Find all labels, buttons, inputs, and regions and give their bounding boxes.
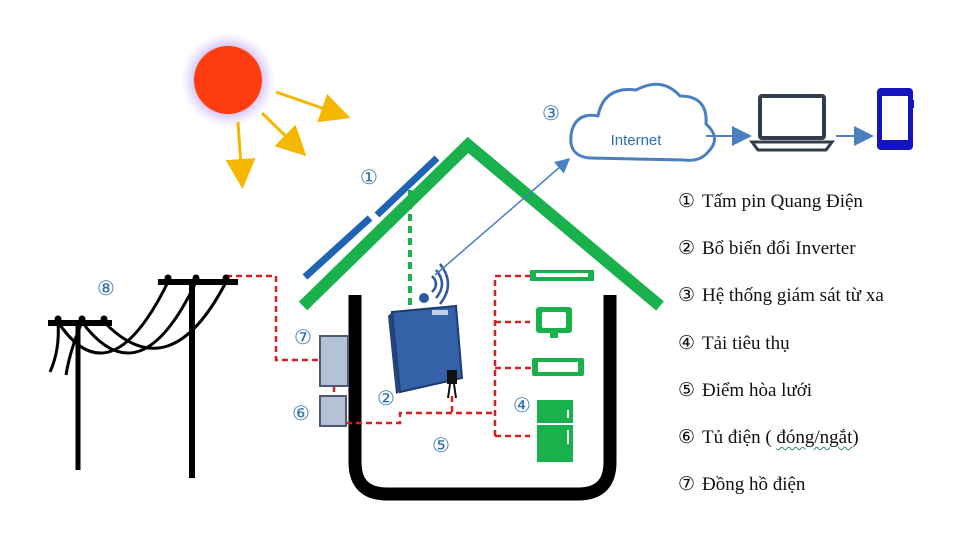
marker-2: ② [377,388,395,410]
legend-item-4: ④ Tải tiêu thụ [678,330,948,377]
electric-meter-icon [319,335,349,387]
legend-num: ① [678,191,696,212]
legend-num: ⑤ [678,379,696,401]
legend-item-6: ⑥ Tủ điện ( đóng/ngắt) [678,424,948,471]
marker-7: ⑦ [294,327,312,349]
legend-num: ⑦ [678,474,696,496]
house-roof [298,136,664,311]
inverter-icon [388,304,464,399]
phone-icon [877,88,914,150]
legend: ① Tấm pin Quang Điện ② Bổ biến đổi Inverte… [678,188,948,518]
breaker-box-icon [319,395,347,427]
marker-3: ③ [542,103,560,125]
legend-text: Điểm hòa lưới [702,379,813,401]
legend-text: Hệ thống giám sát từ xa [702,285,884,307]
legend-item-1: ① Tấm pin Quang Điện [678,188,948,235]
marker-5: ⑤ [432,435,450,457]
air-conditioner-icon [530,270,594,281]
legend-num: ③ [678,285,696,307]
legend-item-2: ② Bổ biến đổi Inverter [678,235,948,282]
marker-1: ① [360,167,378,189]
legend-num: ⑥ [678,426,696,448]
legend-num: ② [678,238,696,260]
marker-6: ⑥ [292,403,310,425]
marker-4: ④ [513,395,531,417]
legend-item-3: ③ Hệ thống giám sát từ xa [678,282,948,329]
house-wall [348,295,617,501]
legend-item-5: ⑤ Điểm hòa lưới [678,377,948,424]
legend-text: Bổ biến đổi Inverter [702,238,856,260]
legend-text-underlined: đóng/ngắt [776,426,853,448]
legend-text: Tấm pin Quang Điện [702,191,863,212]
sun-icon [180,32,351,189]
ac-wiring [226,274,532,438]
power-pole-icon [48,274,238,478]
wifi-icon [419,263,450,305]
cloud-icon [569,82,716,162]
legend-text: Tủ điện ( [702,426,777,448]
legend-item-7: ⑦ Đồng hồ điện [678,471,948,518]
tv-icon [536,307,572,338]
microwave-icon [532,358,584,376]
fridge-icon [537,400,573,462]
cloud-label: Internet [611,132,663,149]
solar-panel [302,155,440,280]
laptop-icon [749,94,835,152]
legend-text: Tải tiêu thụ [702,332,790,354]
legend-num: ④ [678,332,696,354]
monitoring-link [434,158,571,276]
marker-8: ⑧ [97,278,115,300]
legend-text-after: ) [852,426,859,448]
legend-text: Đồng hồ điện [702,474,806,496]
